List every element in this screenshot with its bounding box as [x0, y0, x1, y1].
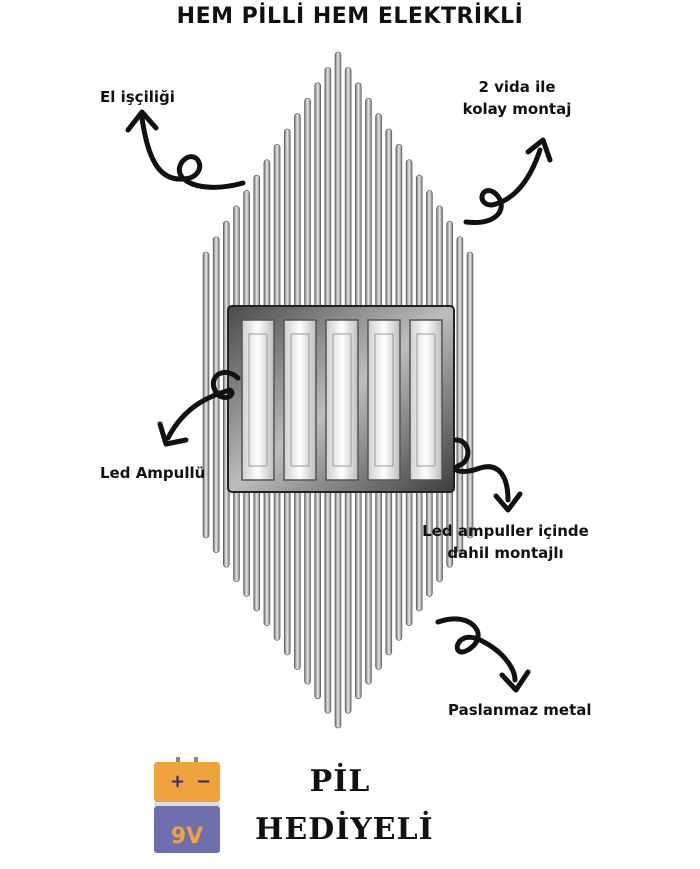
label-led-included: Led ampuller içinde dahil montajlı	[418, 520, 593, 564]
battery-icon: + − 9V	[154, 757, 220, 853]
crystal-bar	[241, 319, 275, 481]
arrow-led-included	[453, 437, 511, 503]
crystal-facet	[248, 333, 268, 467]
arrow-mount	[463, 147, 543, 225]
crystal-bar	[283, 319, 317, 481]
label-mount-line2: kolay montaj	[462, 100, 572, 118]
metal-rod	[456, 236, 464, 553]
crystal-bar	[325, 319, 359, 481]
crystal-bar	[367, 319, 401, 481]
battery-minus: −	[196, 771, 211, 792]
label-mount-line1: 2 vida ile	[478, 78, 556, 96]
gift-line1: PİL	[309, 764, 371, 799]
battery-plus: +	[170, 771, 185, 792]
arrow-mount-head	[525, 137, 553, 163]
arrow-led-included-head	[493, 491, 523, 513]
arrow-led	[165, 369, 241, 441]
metal-rod	[202, 251, 210, 539]
label-handcraft: El işçiliği	[100, 88, 175, 106]
gift-text: PİL HEDİYELİ	[255, 758, 434, 854]
crystal-facet	[290, 333, 310, 467]
arrow-handcraft-head	[125, 109, 159, 133]
crystal-bars	[241, 319, 443, 481]
page-title: HEM PİLLİ HEM ELEKTRİKLİ	[176, 4, 524, 29]
label-led-included-line1: Led ampuller içinde	[422, 522, 589, 540]
arrow-led-head	[157, 421, 189, 447]
crystal-facet	[332, 333, 352, 467]
gift-line2: HEDİYELİ	[255, 812, 434, 847]
crystal-bar	[409, 319, 443, 481]
arrow-handcraft	[139, 115, 246, 190]
crystal-facet	[374, 333, 394, 467]
metal-rod	[466, 251, 474, 539]
battery-voltage: 9V	[171, 824, 203, 849]
label-mount: 2 vida ile kolay montaj	[452, 76, 582, 120]
crystal-facet	[416, 333, 436, 467]
label-stainless: Paslanmaz metal	[448, 701, 592, 719]
arrow-stainless-head	[499, 669, 531, 693]
arrow-stainless	[435, 616, 518, 683]
label-led: Led Ampullü	[100, 464, 206, 482]
label-led-included-line2: dahil montajlı	[447, 544, 564, 562]
